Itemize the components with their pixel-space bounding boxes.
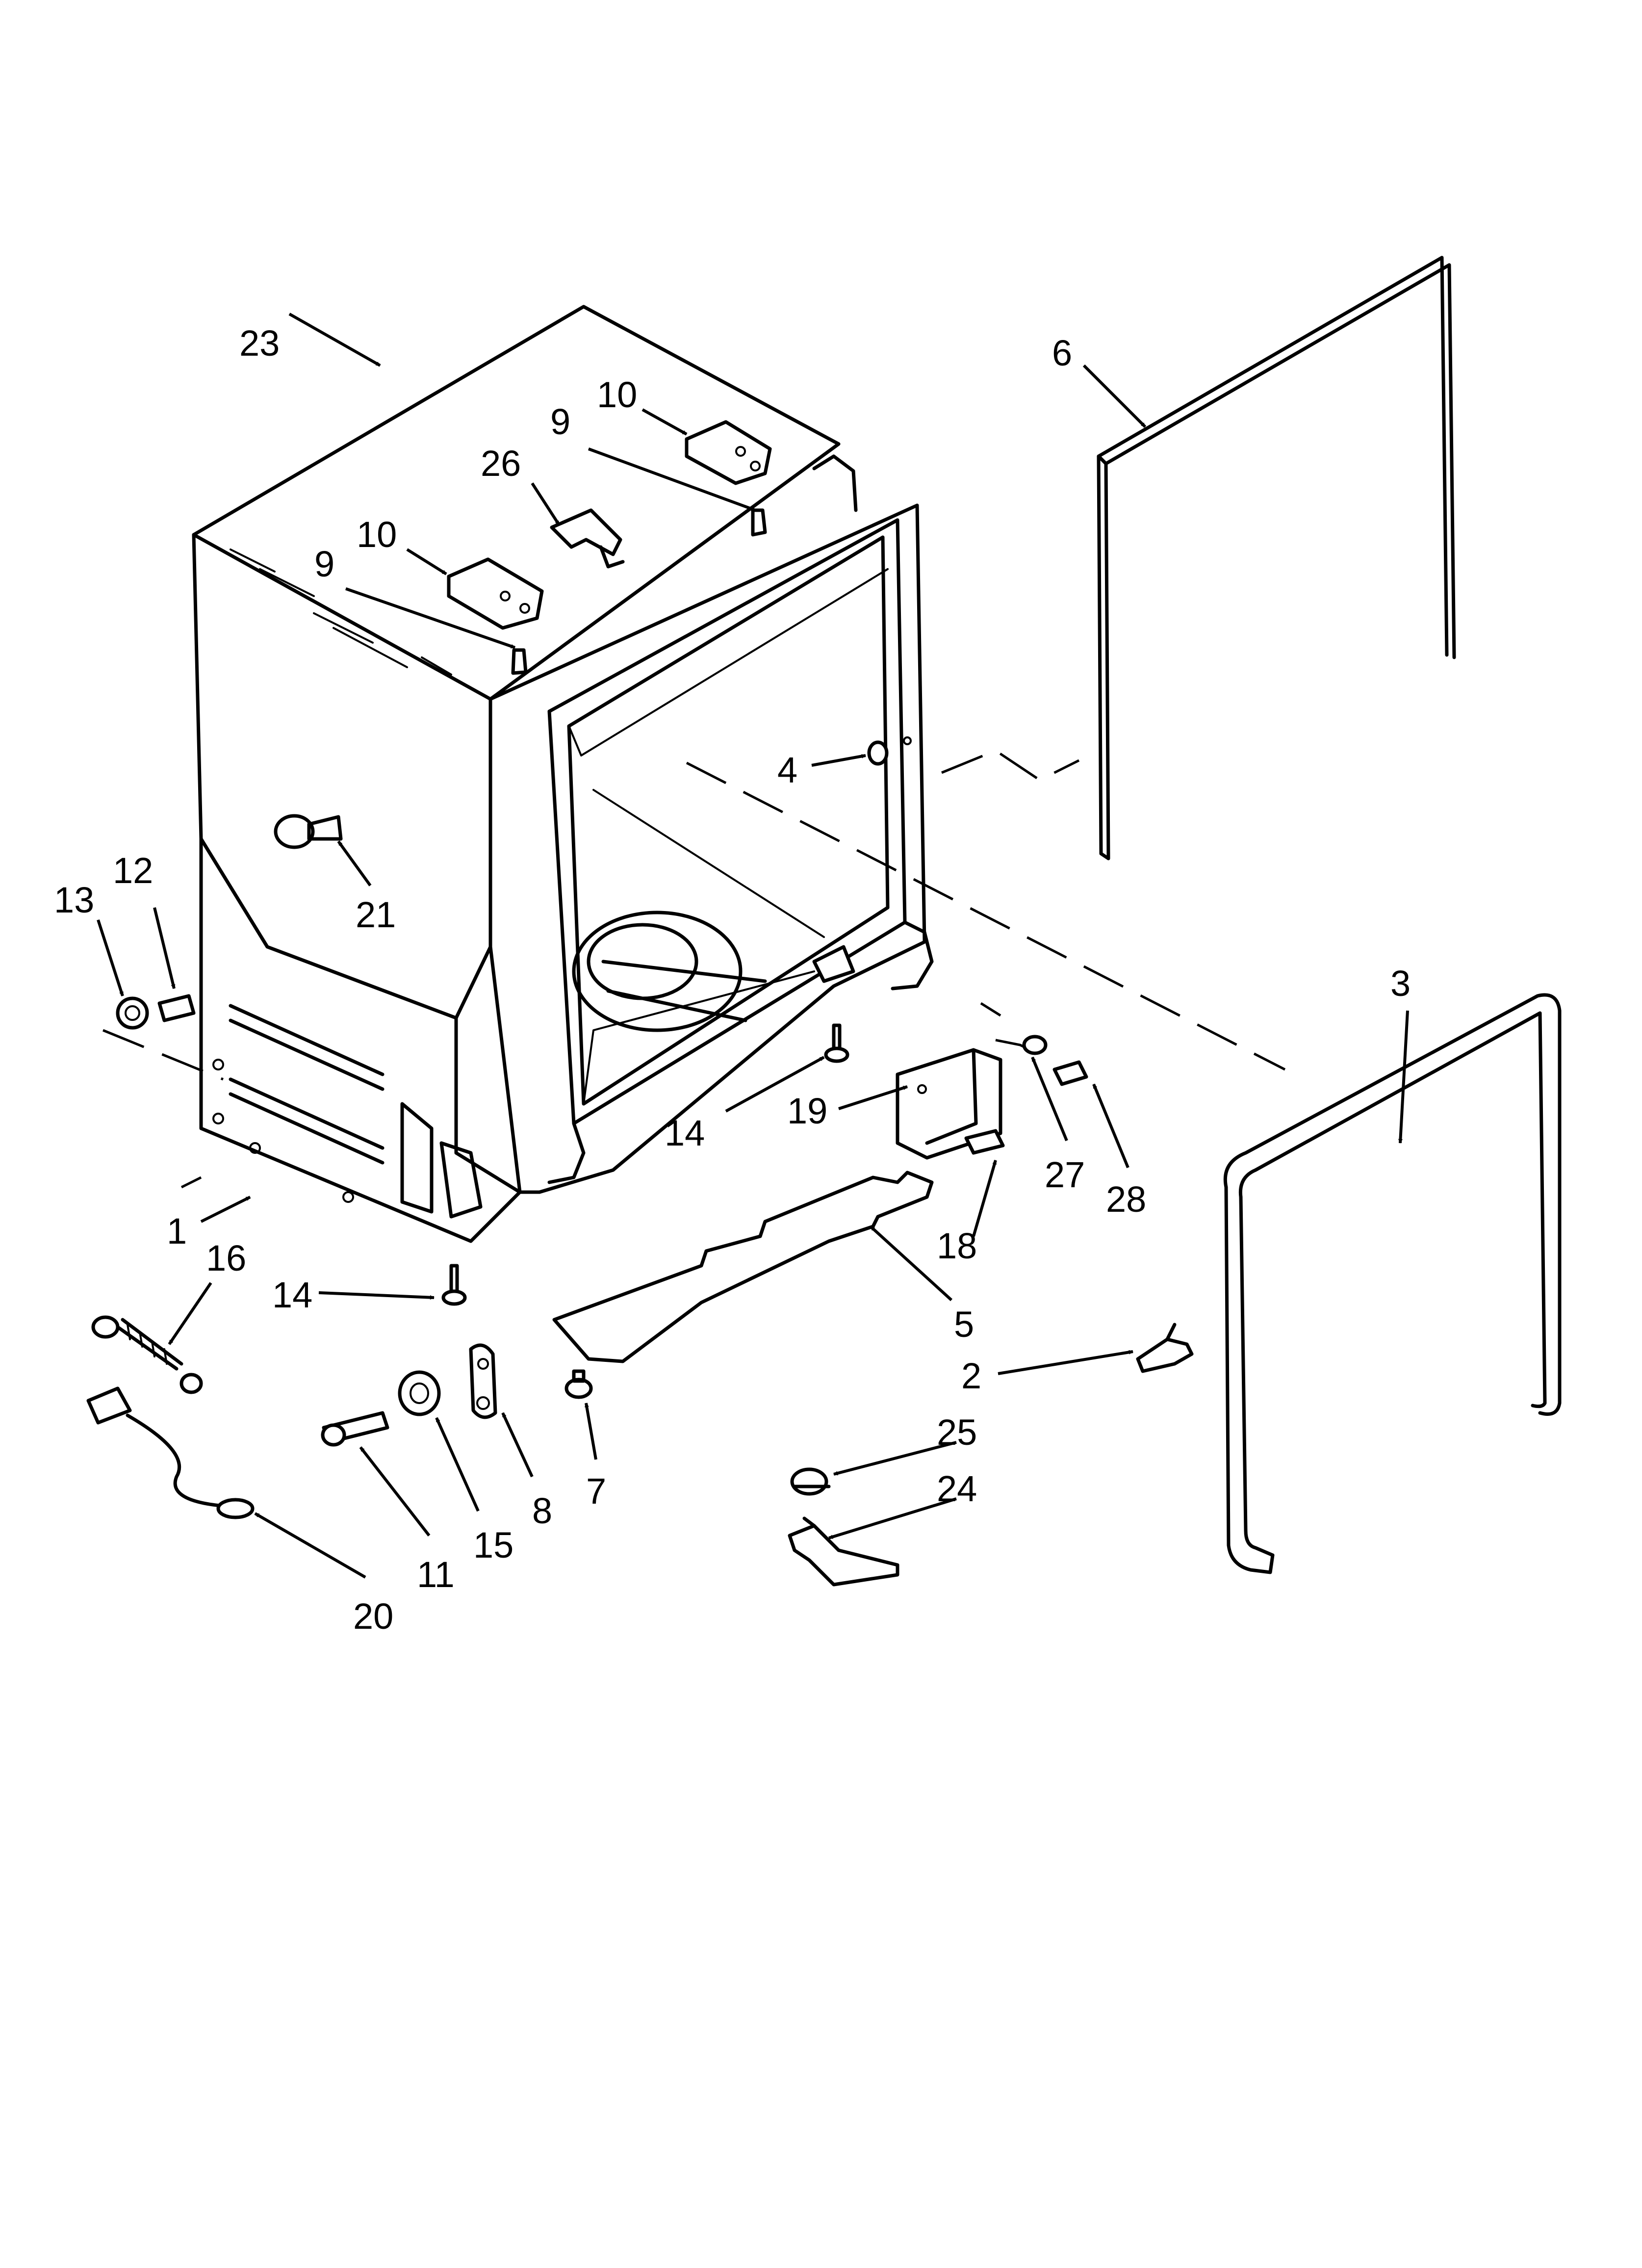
callout-9-lower: 9 bbox=[314, 544, 334, 584]
callout-14-upper: 14 bbox=[665, 1113, 705, 1153]
clip-26 bbox=[550, 508, 625, 569]
callout-1: 1 bbox=[167, 1211, 187, 1251]
callout-23: 23 bbox=[239, 323, 280, 364]
screw-28 bbox=[1052, 1060, 1088, 1086]
latch-2 bbox=[1136, 1323, 1194, 1373]
callout-25: 25 bbox=[937, 1412, 977, 1453]
callout-11: 11 bbox=[417, 1554, 455, 1595]
leader-lines bbox=[97, 313, 1409, 1579]
callout-27: 27 bbox=[1045, 1154, 1085, 1195]
callout-7: 7 bbox=[586, 1471, 606, 1512]
screw-9-upper bbox=[751, 508, 767, 537]
bolt-12 bbox=[157, 994, 196, 1022]
nut-13 bbox=[116, 996, 149, 1030]
callout-4: 4 bbox=[777, 750, 797, 790]
callout-19: 19 bbox=[787, 1091, 827, 1131]
callout-5: 5 bbox=[954, 1304, 974, 1345]
bracket-24 bbox=[788, 1516, 899, 1587]
screw-9-lower bbox=[511, 648, 528, 675]
plug-4 bbox=[867, 736, 912, 766]
tub-assembly bbox=[192, 305, 934, 1243]
callout-13: 13 bbox=[54, 880, 94, 920]
callout-21: 21 bbox=[356, 894, 396, 935]
callout-20: 20 bbox=[353, 1596, 393, 1637]
callout-24: 24 bbox=[937, 1468, 977, 1509]
door-seal-top bbox=[1097, 256, 1456, 860]
cable-20 bbox=[86, 1386, 255, 1519]
tub-gasket bbox=[1223, 993, 1562, 1574]
fastener-7 bbox=[564, 1369, 593, 1399]
wheel-15 bbox=[398, 1370, 441, 1416]
screw-18 bbox=[964, 1129, 1005, 1155]
callout-15: 15 bbox=[473, 1525, 513, 1565]
bolt-11 bbox=[321, 1411, 389, 1447]
callout-2: 2 bbox=[961, 1356, 981, 1396]
callout-10-lower: 10 bbox=[357, 514, 397, 555]
bracket-19 bbox=[896, 1048, 1002, 1160]
callout-3: 3 bbox=[1390, 963, 1411, 1004]
washer-27 bbox=[1022, 1035, 1048, 1055]
callout-9-upper: 9 bbox=[550, 401, 570, 442]
link-8 bbox=[469, 1343, 497, 1419]
callout-10-upper: 10 bbox=[597, 374, 637, 415]
callout-14-lower: 14 bbox=[272, 1275, 312, 1315]
plug-21 bbox=[274, 814, 343, 849]
callout-8: 8 bbox=[532, 1490, 552, 1531]
hinge-bracket-upper bbox=[685, 420, 772, 485]
leveling-leg-14-lower bbox=[441, 1264, 467, 1306]
callout-28: 28 bbox=[1106, 1179, 1146, 1220]
callout-16: 16 bbox=[206, 1238, 246, 1278]
toe-panel-5 bbox=[552, 1171, 934, 1363]
leveling-leg-14-upper bbox=[824, 1023, 849, 1063]
callout-12: 12 bbox=[113, 850, 153, 891]
callout-26: 26 bbox=[481, 443, 521, 484]
spring-16 bbox=[91, 1315, 203, 1394]
callout-6: 6 bbox=[1052, 333, 1072, 373]
hinge-bracket-lower bbox=[447, 557, 544, 630]
callout-labels: 23 10 9 26 10 9 6 4 21 13 12 3 14 19 27 … bbox=[54, 323, 1411, 1637]
callout-18: 18 bbox=[937, 1225, 977, 1266]
sensor-25 bbox=[790, 1467, 831, 1496]
